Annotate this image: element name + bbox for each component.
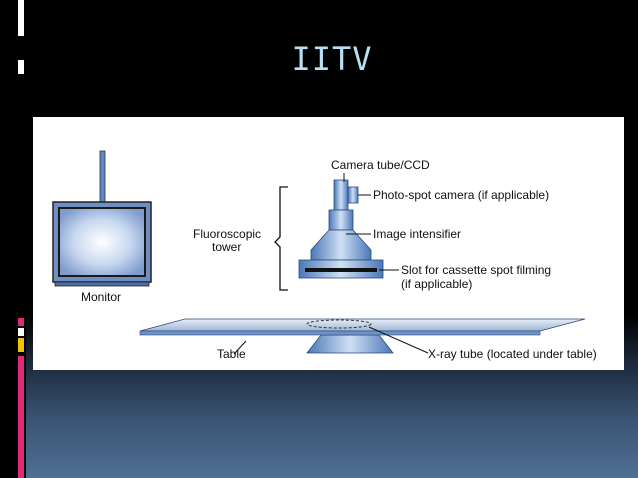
xray-tube-outline [306,319,372,329]
fluoroscopic-tower [298,179,384,279]
photospot-label: Photo-spot camera (if applicable) [373,188,549,202]
xray-leader [368,326,429,354]
slide-title: IITV [291,40,373,78]
accent-stripe-white-2 [18,60,24,74]
intensifier-label: Image intensifier [373,227,461,241]
diagram-panel: Monitor Fluoroscopic tower Camera tube/C… [33,117,624,370]
accent-stripe-yellow [18,338,24,352]
camera-tube [333,179,349,211]
table-edge [139,330,541,336]
monitor-screen [58,207,146,277]
monitor [52,150,152,287]
left-accent-strip [0,0,26,478]
table [139,318,586,354]
fluoroscopic-label-line1: Fluoroscopic [193,227,261,241]
accent-stripe-pink-1 [18,318,24,326]
xray-tube-label: X-ray tube (located under table) [428,347,597,361]
table-leader [233,340,247,355]
monitor-antenna [99,150,106,204]
camera-tube-label: Camera tube/CCD [331,158,430,172]
slot-label-line2: (if applicable) [401,277,472,291]
accent-stripe-white-1 [18,0,24,36]
monitor-base [54,281,150,287]
xray-tube-pedestal [306,334,394,354]
slot-label-line1: Slot for cassette spot filming [401,263,551,277]
accent-stripe-white-3 [18,328,24,336]
intensifier-neck [328,209,354,231]
iitv-diagram: Monitor Fluoroscopic tower Camera tube/C… [52,150,597,361]
table-label: Table [217,347,246,361]
photo-spot-camera [347,186,359,204]
cassette-slot [305,268,377,272]
accent-stripe-pink-2 [18,356,24,478]
fluoroscopic-label-line2: tower [212,240,241,254]
tower-bracket [274,186,288,291]
monitor-label: Monitor [81,290,121,304]
